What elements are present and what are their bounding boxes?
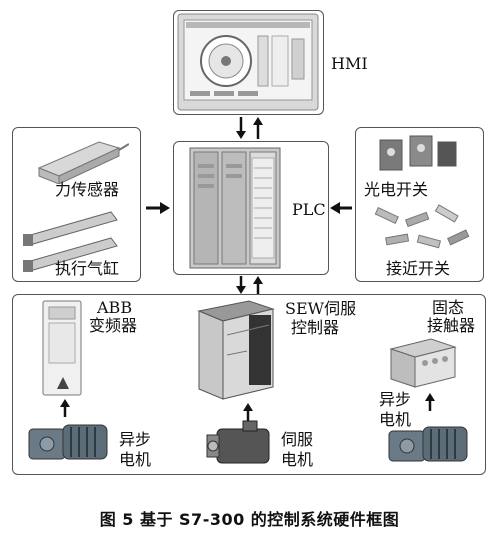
force-sensor-label: 力传感器 bbox=[55, 180, 120, 199]
servo-controller-label: 控制器 bbox=[291, 318, 340, 337]
pneumatic-cylinder-icon bbox=[23, 211, 118, 272]
figure-caption: 图 5 基于 S7-300 的控制系统硬件框图 bbox=[99, 510, 400, 529]
servo-drive-icon bbox=[197, 300, 275, 400]
solid-relay-label-2: 接触器 bbox=[427, 316, 476, 335]
plc-bottom-arrows bbox=[236, 276, 263, 294]
hmi-box bbox=[173, 10, 324, 115]
hmi-plc-arrows bbox=[236, 117, 263, 139]
async-motor-label-2: 电机 bbox=[119, 450, 152, 469]
servo-motor-to-drive-arrow bbox=[243, 403, 253, 421]
right-to-plc-arrow bbox=[330, 202, 352, 214]
motor-to-vfd-arrow bbox=[60, 399, 70, 417]
bottom-device-box: ABB 变频器 异步 电机 SEW伺服 控制器 伺服 电机 固态 接触器 bbox=[12, 294, 486, 475]
vfd-drive-icon bbox=[42, 300, 82, 396]
motor2-to-relay-arrow bbox=[425, 393, 435, 411]
servo-motor-label-1: 伺服 bbox=[281, 430, 314, 449]
gear-motor-icon-2 bbox=[388, 426, 468, 462]
solid-state-relay-icon bbox=[389, 338, 457, 388]
async-motor2-label-2: 电机 bbox=[379, 410, 412, 429]
plc-box: PLC bbox=[173, 141, 329, 275]
solid-relay-label-1: 固态 bbox=[432, 298, 465, 317]
proximity-switch-label: 接近开关 bbox=[386, 259, 451, 278]
load-cell-icon bbox=[37, 141, 129, 184]
plc-module-icon bbox=[189, 147, 281, 269]
right-device-box: 光电开关 接近开关 bbox=[355, 127, 484, 282]
photoelectric-sensor-icon bbox=[379, 135, 457, 171]
async-motor-label-1: 异步 bbox=[119, 430, 152, 449]
left-to-plc-arrow bbox=[146, 202, 170, 214]
hmi-panel-icon bbox=[177, 13, 319, 111]
servo-motor-icon bbox=[206, 420, 270, 464]
sew-label: SEW伺服 bbox=[285, 299, 357, 318]
hmi-label: HMI bbox=[331, 54, 368, 73]
servo-motor-label-2: 电机 bbox=[281, 450, 314, 469]
abb-label: ABB bbox=[97, 298, 133, 317]
proximity-sensor-icon bbox=[374, 204, 470, 249]
vfd-label: 变频器 bbox=[89, 316, 138, 335]
photo-switch-label: 光电开关 bbox=[364, 180, 429, 199]
gear-motor-icon bbox=[28, 424, 108, 460]
async-motor2-label-1: 异步 bbox=[379, 390, 412, 409]
plc-label: PLC bbox=[292, 200, 326, 219]
actuator-label: 执行气缸 bbox=[55, 259, 120, 278]
left-device-box: 力传感器 执行气缸 bbox=[12, 127, 141, 282]
